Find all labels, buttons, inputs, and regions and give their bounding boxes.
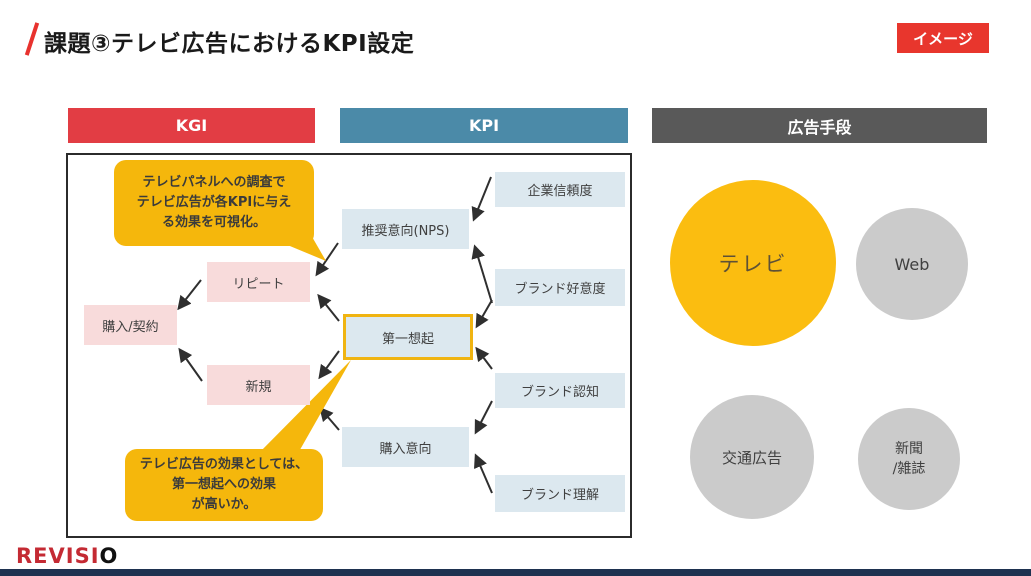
arrow-favor-to-recall (475, 299, 493, 329)
channel-circle-transit: 交通広告 (690, 395, 814, 519)
kpi-diagram-frame: テレビパネルへの調査で テレビ広告が各KPIに与え る効果を可視化。 推奨意向(… (66, 153, 632, 538)
bottom-bubble-tail (257, 360, 351, 455)
header-kpi: KPI (340, 108, 628, 143)
kpi-box-first-recall-highlighted: 第一想起 (343, 314, 473, 360)
channel-circle-web: Web (856, 208, 968, 320)
revisio-logo-main: REVISI (16, 544, 100, 568)
kgi-box-new-customer: 新規 (207, 365, 310, 405)
channel-circle-tv: テレビ (670, 180, 836, 346)
note-bottom-line2: 第一想起への効果 (171, 476, 276, 492)
arrow-understanding-to-intent (474, 453, 493, 494)
arrow-new-to-purchase (178, 347, 203, 382)
subkpi-box-brand-understanding: ブランド理解 (495, 475, 625, 512)
header-ad-channels: 広告手段 (652, 108, 987, 143)
channel-newspaper-line1: 新聞 (895, 440, 923, 457)
footer-navy-bar (0, 569, 1031, 576)
title-slash-decoration (24, 22, 40, 56)
arrow-awareness-to-recall (475, 346, 493, 370)
note-top-line1: テレビパネルへの調査で (142, 174, 286, 190)
kpi-box-purchase-intent: 購入意向 (342, 427, 469, 467)
arrow-favor-to-nps (471, 244, 493, 304)
subkpi-box-brand-awareness: ブランド認知 (495, 373, 625, 408)
arrow-recall-to-new (318, 350, 340, 380)
subkpi-box-brand-favor: ブランド好意度 (495, 269, 625, 306)
page-title: 課題③テレビ広告におけるKPI設定 (44, 31, 415, 57)
kgi-box-repeat: リピート (207, 262, 310, 302)
header-kgi: KGI (68, 108, 315, 143)
arrow-recall-to-repeat (317, 293, 340, 322)
arrow-trust-to-nps (471, 176, 492, 222)
arrow-repeat-to-purchase (177, 279, 202, 311)
arrow-nps-to-repeat (315, 242, 339, 277)
revisio-logo-o: O (99, 544, 119, 568)
arrow-intent-to-new (319, 406, 340, 431)
channel-newspaper-line2: /雑誌 (892, 461, 926, 477)
revisio-logo: REVISIO (16, 544, 118, 568)
kpi-box-nps: 推奨意向(NPS) (342, 209, 469, 249)
note-bottom-line1: テレビ広告の効果としては、 (139, 456, 309, 472)
note-bottom-line3: が高いか。 (191, 497, 257, 513)
arrow-awareness-to-intent (474, 400, 493, 435)
note-top-line3: る効果を可視化。 (161, 215, 266, 231)
note-bottom-bubble: テレビ広告の効果としては、 第一想起への効果 が高いか。 (125, 449, 323, 521)
subkpi-box-corporate-trust: 企業信頼度 (495, 172, 625, 207)
image-badge: イメージ (897, 23, 989, 53)
note-top-bubble: テレビパネルへの調査で テレビ広告が各KPIに与え る効果を可視化。 (114, 160, 314, 246)
note-top-line2: テレビ広告が各KPIに与え (136, 194, 292, 210)
kgi-box-purchase-contract: 購入/契約 (84, 305, 177, 345)
channel-circle-newspaper-magazine: 新聞 /雑誌 (858, 408, 960, 510)
